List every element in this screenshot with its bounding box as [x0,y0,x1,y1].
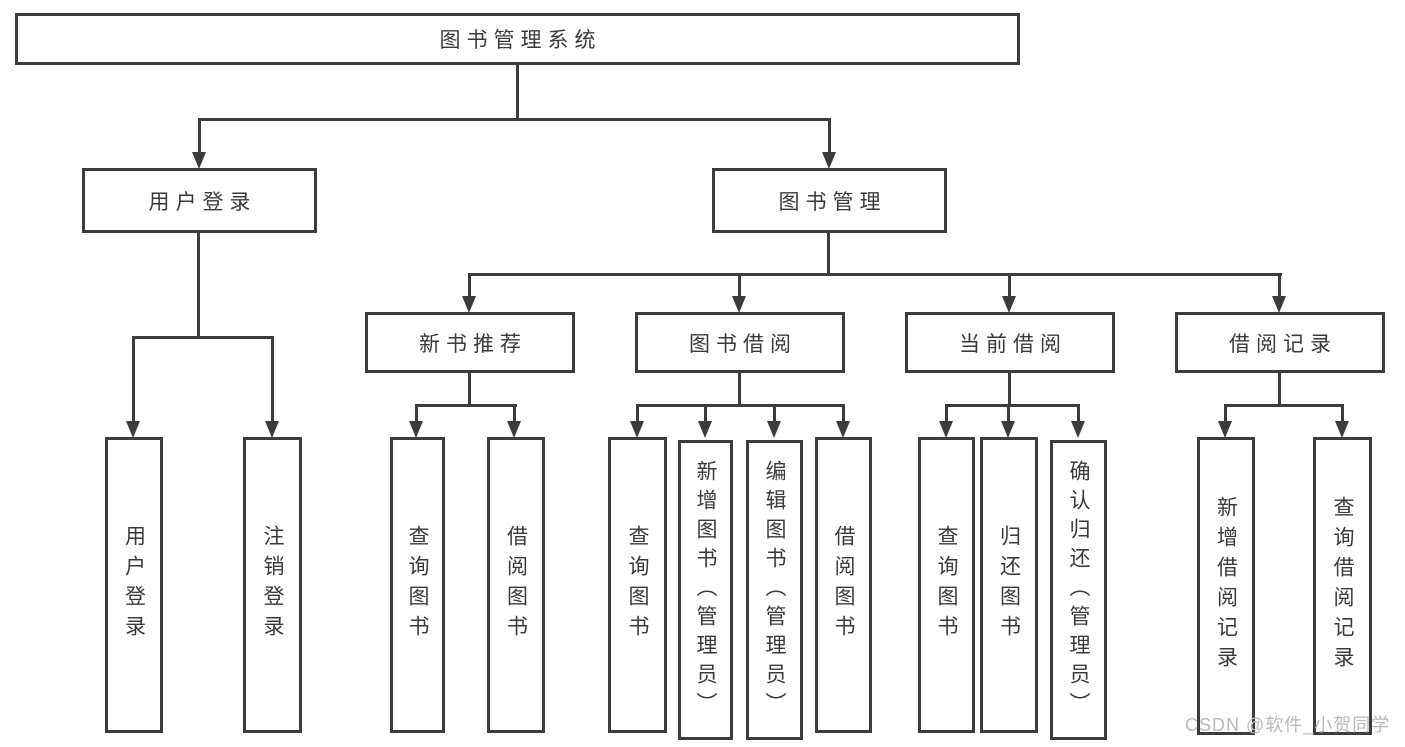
connector-leaf-drop [1224,404,1227,423]
leaf-query-borrow-record: 查询借阅记录 [1313,437,1372,735]
leaf-borrow-books-borrowing-label: 借阅图书 [832,525,855,645]
node-current-borrowing: 当前借阅 [905,312,1115,373]
connector-leaf-drop [842,404,845,423]
leaf-query-books-recommend: 查询图书 [390,437,445,733]
leaf-query-books-current: 查询图书 [918,437,975,733]
arrow-down-icon [732,296,746,313]
arrow-down-icon [698,421,712,438]
connector-book-mgmt-stem [827,232,830,273]
arrow-down-icon [126,421,140,438]
leaf-query-borrow-record-label: 查询借阅记录 [1331,496,1354,676]
connector-records-stem [1278,372,1281,404]
arrow-down-icon [409,421,423,438]
node-book-borrowing-label: 图书借阅 [689,332,797,356]
connector-leaf-drop [271,336,274,423]
connector-level3-drop [468,273,471,298]
leaf-logout: 注销登录 [243,437,302,733]
connector-leaf-drop [773,404,776,423]
connector-level3-drop [1008,273,1011,298]
node-borrow-records-label: 借阅记录 [1229,332,1337,356]
arrow-down-icon [462,296,476,313]
connector-user-login-stem [197,232,200,336]
arrow-down-icon [1071,421,1085,438]
arrow-down-icon [1335,421,1349,438]
arrow-down-icon [1272,296,1286,313]
leaf-borrow-books-borrowing: 借阅图书 [815,437,872,733]
leaf-query-books-recommend-label: 查询图书 [406,525,429,645]
connector-level3-branch [468,273,1282,276]
connector-records-branch [1224,404,1344,407]
connector-leaf-drop [704,404,707,423]
connector-user-login-drop [198,118,201,154]
connector-level3-drop [738,273,741,298]
node-user-login: 用户登录 [82,168,317,233]
connector-book-mgmt-drop [828,118,831,154]
node-book-management-label: 图书管理 [778,190,887,214]
arrow-down-icon [507,421,521,438]
connector-leaf-drop [945,404,948,423]
node-borrow-records: 借阅记录 [1175,312,1385,373]
leaf-edit-books-admin: 编辑图书（管理员） [746,440,803,740]
leaf-return-books-label: 归还图书 [997,525,1021,645]
connector-root-stem [516,64,519,118]
arrow-down-icon [1218,421,1232,438]
node-new-book-recommend-label: 新书推荐 [419,332,527,356]
node-book-borrowing: 图书借阅 [635,312,845,373]
connector-leaf-drop [415,404,418,423]
arrow-down-icon [767,421,781,438]
connector-borrowing-branch [636,404,845,407]
node-current-borrowing-label: 当前借阅 [959,332,1067,356]
connector-recommend-stem [468,372,471,404]
node-book-management: 图书管理 [712,168,947,233]
connector-borrowing-stem [738,372,741,404]
leaf-edit-books-admin-label: 编辑图书（管理员） [763,459,786,721]
leaf-add-borrow-record: 新增借阅记录 [1197,437,1255,735]
node-user-login-label: 用户登录 [148,190,257,214]
connector-leaf-drop [132,336,135,423]
connector-current-branch [945,404,1080,407]
arrow-down-icon [822,152,836,169]
connector-leaf-drop [1341,404,1344,423]
leaf-user-login-label: 用户登录 [122,525,146,645]
arrow-down-icon [630,421,644,438]
leaf-borrow-books-recommend: 借阅图书 [487,437,545,733]
connector-current-stem [1008,372,1011,404]
node-library-system-label: 图书管理系统 [439,29,602,52]
leaf-confirm-return-admin-label: 确认归还（管理员） [1067,459,1090,721]
connector-leaf-drop [1007,404,1010,423]
leaf-borrow-books-recommend-label: 借阅图书 [504,525,528,645]
leaf-user-login: 用户登录 [105,437,163,733]
node-library-system: 图书管理系统 [15,13,1020,65]
connector-level3-drop [1278,273,1281,298]
arrow-down-icon [939,421,953,438]
arrow-down-icon [265,421,279,438]
connector-leaf-drop [636,404,639,423]
leaf-logout-label: 注销登录 [261,525,284,645]
leaf-add-books-admin-label: 新增图书（管理员） [694,459,717,721]
node-new-book-recommend: 新书推荐 [365,312,575,373]
arrow-down-icon [192,152,206,169]
connector-leaf-drop [1077,404,1080,423]
arrow-down-icon [1001,421,1015,438]
leaf-add-books-admin: 新增图书（管理员） [678,440,733,740]
leaf-add-borrow-record-label: 新增借阅记录 [1214,496,1238,676]
connector-level2-branch [198,118,831,121]
watermark: CSDN @软件_小贺同学 [1185,715,1391,735]
arrow-down-icon [1002,296,1016,313]
leaf-query-books-borrowing-label: 查询图书 [626,525,649,645]
connector-leaf-drop [513,404,516,423]
arrow-down-icon [836,421,850,438]
leaf-query-books-current-label: 查询图书 [935,525,958,645]
connector-recommend-branch [415,404,517,407]
leaf-return-books: 归还图书 [980,437,1038,733]
leaf-confirm-return-admin: 确认归还（管理员） [1050,440,1107,740]
connector-user-login-branch [132,336,274,339]
leaf-query-books-borrowing: 查询图书 [608,437,667,733]
